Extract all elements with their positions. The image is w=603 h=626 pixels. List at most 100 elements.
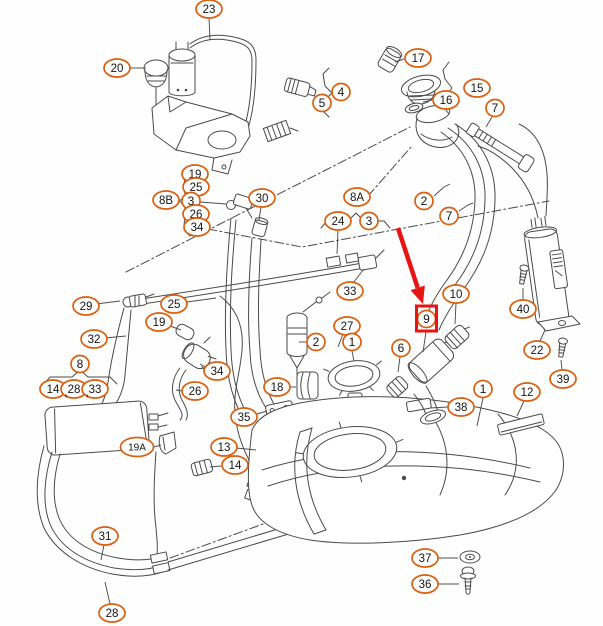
callout-bubble[interactable] (70, 354, 90, 374)
callout-bubble[interactable] (103, 58, 131, 78)
callout-bubble[interactable] (160, 294, 188, 314)
part-callout-14-2[interactable]: 14 (221, 455, 249, 475)
callout-bubble[interactable] (404, 48, 432, 68)
part-callout-18[interactable]: 18 (263, 377, 291, 397)
callout-bubble[interactable] (183, 217, 211, 237)
part-callout-26-2[interactable]: 26 (181, 381, 209, 401)
callout-bubble[interactable] (221, 455, 249, 475)
callout-bubble[interactable] (342, 332, 362, 352)
part-callout-37[interactable]: 37 (411, 548, 439, 568)
callout-number: 28 (106, 608, 119, 620)
part-callout-5[interactable]: 5 (312, 93, 332, 113)
part-callout-3-2[interactable]: 3 (359, 211, 379, 231)
callout-leader-line (169, 325, 182, 331)
part-callout-19-2[interactable]: 19 (145, 312, 173, 332)
part-callout-20[interactable]: 20 (103, 58, 131, 78)
part-callout-32[interactable]: 32 (80, 329, 108, 349)
callout-leader-line (422, 99, 433, 103)
part-callout-35[interactable]: 35 (230, 407, 258, 427)
callout-bubble[interactable] (312, 93, 332, 113)
callout-bubble[interactable] (248, 188, 276, 208)
callout-bubble[interactable] (359, 211, 379, 231)
callout-bubble[interactable] (331, 82, 351, 102)
callout-bubble[interactable] (306, 332, 326, 352)
part-callout-15[interactable]: 15 (463, 78, 491, 98)
part-callout-8B[interactable]: 8B (152, 190, 180, 210)
part-callout-38[interactable]: 38 (447, 397, 475, 417)
part-callout-28-2[interactable]: 28 (98, 603, 126, 623)
part-callout-33[interactable]: 33 (336, 281, 364, 301)
callout-bubble[interactable] (447, 397, 475, 417)
part-callout-27[interactable]: 27 (333, 316, 361, 336)
part-callout-6[interactable]: 6 (391, 338, 411, 358)
part-callout-17[interactable]: 17 (404, 48, 432, 68)
part-callout-24[interactable]: 24 (324, 211, 352, 231)
callout-bubble[interactable] (523, 340, 551, 360)
filler-pipe-drawing (377, 45, 535, 425)
part-callout-36[interactable]: 36 (411, 574, 439, 594)
callout-leader-line (208, 16, 211, 41)
callout-bubble[interactable] (509, 299, 537, 319)
callout-bubble[interactable] (336, 281, 364, 301)
part-callout-30[interactable]: 30 (248, 188, 276, 208)
part-callout-12[interactable]: 12 (513, 382, 541, 402)
part-callout-33-2[interactable]: 33 (81, 379, 109, 399)
callout-bubble[interactable] (91, 526, 119, 546)
part-callout-19A[interactable]: 19A (119, 436, 155, 458)
callout-bubble[interactable] (81, 379, 109, 399)
callout-bubble[interactable] (343, 187, 371, 207)
part-callout-34[interactable]: 34 (183, 217, 211, 237)
callout-bubble[interactable] (432, 90, 460, 110)
callout-bubble[interactable] (98, 603, 126, 623)
callout-bubble[interactable] (549, 369, 577, 389)
callout-bubble[interactable] (203, 361, 231, 381)
callout-bubble[interactable] (152, 190, 180, 210)
part-callout-7-2[interactable]: 7 (439, 206, 459, 226)
part-callout-39[interactable]: 39 (549, 369, 577, 389)
callout-bubble[interactable] (414, 191, 434, 211)
part-callout-29[interactable]: 29 (72, 296, 100, 316)
callout-number: 24 (332, 216, 345, 228)
part-callout-1-2[interactable]: 1 (473, 379, 493, 399)
callout-bubble[interactable] (230, 407, 258, 427)
part-callout-1[interactable]: 1 (342, 332, 362, 352)
callout-bubble[interactable] (263, 377, 291, 397)
callout-bubble[interactable] (324, 211, 352, 231)
callout-bubble[interactable] (195, 0, 223, 19)
part-callout-2-2[interactable]: 2 (306, 332, 326, 352)
callout-bubble[interactable] (485, 98, 505, 118)
part-callout-7[interactable]: 7 (485, 98, 505, 118)
part-callout-13[interactable]: 13 (210, 437, 238, 457)
callout-bubble[interactable] (72, 296, 100, 316)
part-callout-25-2[interactable]: 25 (160, 294, 188, 314)
callout-bubble[interactable] (473, 379, 493, 399)
callout-bubble[interactable] (119, 436, 155, 458)
part-callout-40[interactable]: 40 (509, 299, 537, 319)
callout-bubble[interactable] (463, 78, 491, 98)
part-callout-31[interactable]: 31 (91, 526, 119, 546)
callout-bubble[interactable] (80, 329, 108, 349)
part-callout-14[interactable]: 14 (39, 379, 67, 399)
callout-bubble[interactable] (181, 381, 209, 401)
callout-bubble[interactable] (145, 312, 173, 332)
callout-bubble[interactable] (442, 284, 470, 304)
callout-bubble[interactable] (210, 437, 238, 457)
callout-bubble[interactable] (513, 382, 541, 402)
part-callout-8A[interactable]: 8A (343, 187, 371, 207)
part-callout-10[interactable]: 10 (442, 284, 470, 304)
part-callout-8[interactable]: 8 (70, 354, 90, 374)
callout-bubble[interactable] (411, 548, 439, 568)
callout-bubble[interactable] (391, 338, 411, 358)
part-callout-22[interactable]: 22 (523, 340, 551, 360)
callout-leader-line (336, 229, 339, 255)
part-callout-9-highlighted[interactable]: 9 (416, 309, 437, 329)
part-callout-2[interactable]: 2 (414, 191, 434, 211)
part-callout-25[interactable]: 25 (182, 177, 210, 197)
part-callout-34-2[interactable]: 34 (203, 361, 231, 381)
part-callout-16[interactable]: 16 (432, 90, 460, 110)
callout-bubble[interactable] (411, 574, 439, 594)
part-callout-23[interactable]: 23 (195, 0, 223, 19)
part-callout-28[interactable]: 28 (60, 379, 88, 399)
callout-bubble[interactable] (439, 206, 459, 226)
part-callout-4[interactable]: 4 (331, 82, 351, 102)
